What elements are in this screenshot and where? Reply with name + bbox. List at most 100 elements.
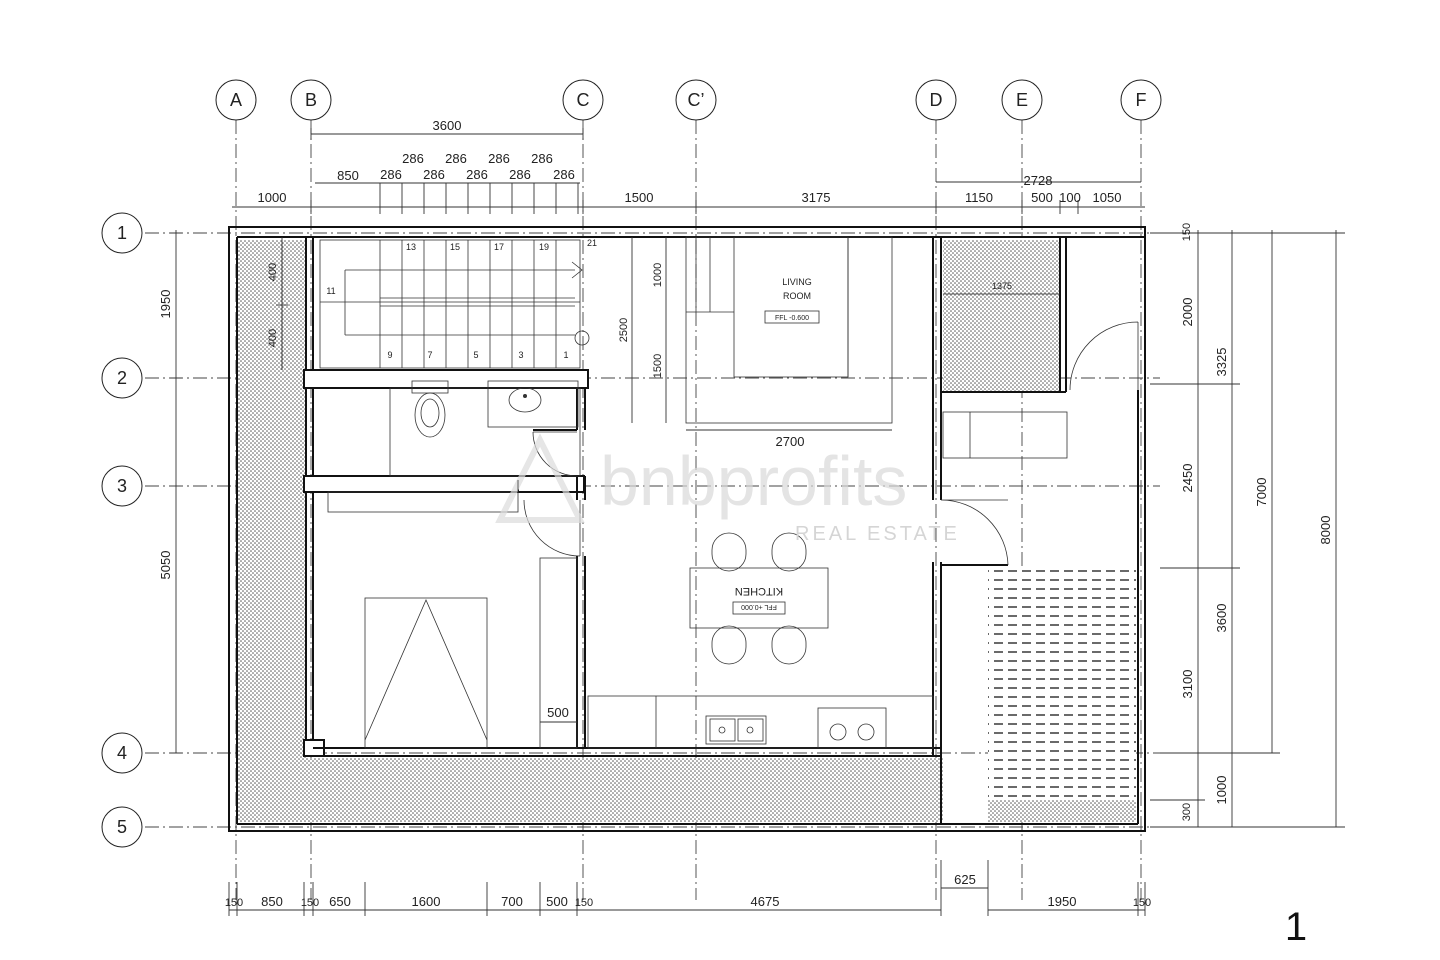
- dim-bottom-625: 625: [954, 872, 976, 887]
- stair-step-19: 19: [539, 242, 549, 252]
- dim-286-lower-3: 286: [466, 167, 488, 182]
- washbasin-icon: [508, 387, 542, 413]
- stove-icon: [817, 707, 887, 749]
- svg-text:A: A: [230, 90, 242, 110]
- svg-text:F: F: [1136, 90, 1147, 110]
- dim-2728: 2728: [1024, 173, 1053, 188]
- dim-right-2450: 2450: [1180, 464, 1195, 493]
- dim-right-1000: 1000: [1214, 776, 1229, 805]
- living-room-label-line1: LIVING: [782, 277, 812, 287]
- grid-bubble-5: 5: [101, 806, 143, 848]
- dim-850-top: 850: [337, 168, 359, 183]
- dim-bottom-1600: 1600: [412, 894, 441, 909]
- dim-right-7000: 7000: [1254, 478, 1269, 507]
- dim-living-2500: 2500: [618, 318, 630, 342]
- dim-1050-top: 1050: [1093, 190, 1122, 205]
- dim-1375: 1375: [992, 281, 1012, 291]
- grid-bubble-B: B: [290, 79, 332, 121]
- grid-bubble-F: F: [1120, 79, 1162, 121]
- grid-bubble-A: A: [215, 79, 257, 121]
- dim-286-lower-1: 286: [380, 167, 402, 182]
- kitchen-label: KITCHEN: [735, 585, 783, 597]
- watermark-brand: bnbprofits: [600, 442, 907, 520]
- dim-right-3600: 3600: [1214, 604, 1229, 633]
- grid-row-bubbles: 1 2 3 4 5: [101, 212, 143, 848]
- dim-right-3100: 3100: [1180, 670, 1195, 699]
- svg-text:D: D: [930, 90, 943, 110]
- grid-bubble-C-prime: C’: [675, 79, 717, 121]
- living-room-level: FFL -0.600: [775, 315, 809, 322]
- dim-living-1500: 1500: [652, 354, 664, 378]
- bench-icon: [942, 411, 1068, 459]
- dim-right-2000: 2000: [1180, 298, 1195, 327]
- kitchen-counter: [587, 695, 934, 749]
- bedroom: 500: [327, 491, 578, 749]
- stair-step-13: 13: [406, 242, 416, 252]
- stair: 13 15 17 19 21 9 7 5 3 1 11: [319, 238, 597, 369]
- dining-table-icon: [689, 567, 829, 629]
- svg-text:C: C: [577, 90, 590, 110]
- dim-500-top: 500: [1031, 190, 1053, 205]
- dim-286-lower-4: 286: [509, 167, 531, 182]
- dim-bottom-500: 500: [546, 894, 568, 909]
- dim-1500-top: 1500: [625, 190, 654, 205]
- grid-bubble-D: D: [915, 79, 957, 121]
- bed-icon: [364, 597, 488, 749]
- dim-bottom-150-d: 150: [1133, 897, 1151, 909]
- dim-286-upper-2: 286: [445, 151, 467, 166]
- dim-stair-400-a: 400: [267, 263, 279, 281]
- dim-1000-top: 1000: [258, 190, 287, 205]
- bottom-dimensions: 150 850 150 650 1600 700 500 150 4675 62…: [225, 860, 1151, 916]
- svg-text:4: 4: [117, 743, 127, 763]
- bathroom-fixtures: [389, 380, 581, 477]
- grid-bubble-E: E: [1001, 79, 1043, 121]
- svg-text:E: E: [1016, 90, 1028, 110]
- dim-living-1000: 1000: [652, 263, 664, 287]
- dim-right-300: 300: [1181, 803, 1193, 821]
- svg-text:2: 2: [117, 368, 127, 388]
- grid-bubble-1: 1: [101, 212, 143, 254]
- living-room-label-line2: ROOM: [783, 291, 811, 301]
- left-dimensions: 1950 5050 400 400: [158, 230, 288, 754]
- stair-step-3: 3: [518, 350, 523, 360]
- dim-3600-top: 3600: [433, 118, 462, 133]
- dim-286-lower-2: 286: [423, 167, 445, 182]
- svg-text:3: 3: [117, 476, 127, 496]
- svg-text:B: B: [305, 90, 317, 110]
- dim-living-2700: 2700: [776, 434, 805, 449]
- svg-text:5: 5: [117, 817, 127, 837]
- watermark-logo-icon: [495, 433, 585, 523]
- top-dimensions: 3600 286 286 286 286 850 286 286 286 286…: [232, 118, 1145, 214]
- stair-step-11: 11: [326, 286, 335, 296]
- dim-1150-top: 1150: [965, 190, 993, 205]
- doors: [517, 321, 1139, 566]
- sheet-number: 1: [1285, 905, 1307, 949]
- living-room: LIVING ROOM FFL -0.600 2700 2500 1000 15…: [618, 236, 893, 449]
- toilet-icon: [414, 392, 446, 438]
- dim-286-lower-5: 286: [553, 167, 575, 182]
- dim-100-top: 100: [1059, 190, 1081, 205]
- svg-text:1: 1: [117, 223, 127, 243]
- dim-bottom-150-b: 150: [301, 897, 319, 909]
- grid-bubble-3: 3: [101, 465, 143, 507]
- dim-bottom-850: 850: [261, 894, 283, 909]
- watermark-sub: REAL ESTATE: [795, 523, 960, 545]
- dim-wardrobe-500: 500: [547, 705, 569, 720]
- dim-286-upper-3: 286: [488, 151, 510, 166]
- kitchen: FFL +0.000 KITCHEN: [587, 532, 934, 749]
- dim-right-8000: 8000: [1318, 516, 1333, 545]
- dim-right-3325: 3325: [1214, 348, 1229, 377]
- dim-left-5050: 5050: [158, 551, 173, 580]
- stair-step-7: 7: [427, 350, 432, 360]
- dim-286-upper-4: 286: [531, 151, 553, 166]
- dim-bottom-150-a: 150: [225, 897, 243, 909]
- stair-step-9: 9: [387, 350, 392, 360]
- grid-bubble-4: 4: [101, 732, 143, 774]
- grid-bubble-2: 2: [101, 357, 143, 399]
- svg-text:C’: C’: [688, 90, 705, 110]
- dim-bottom-700: 700: [501, 894, 523, 909]
- dim-3175-top: 3175: [802, 190, 831, 205]
- dim-right-150: 150: [1181, 223, 1193, 241]
- sink-icon: [705, 715, 767, 745]
